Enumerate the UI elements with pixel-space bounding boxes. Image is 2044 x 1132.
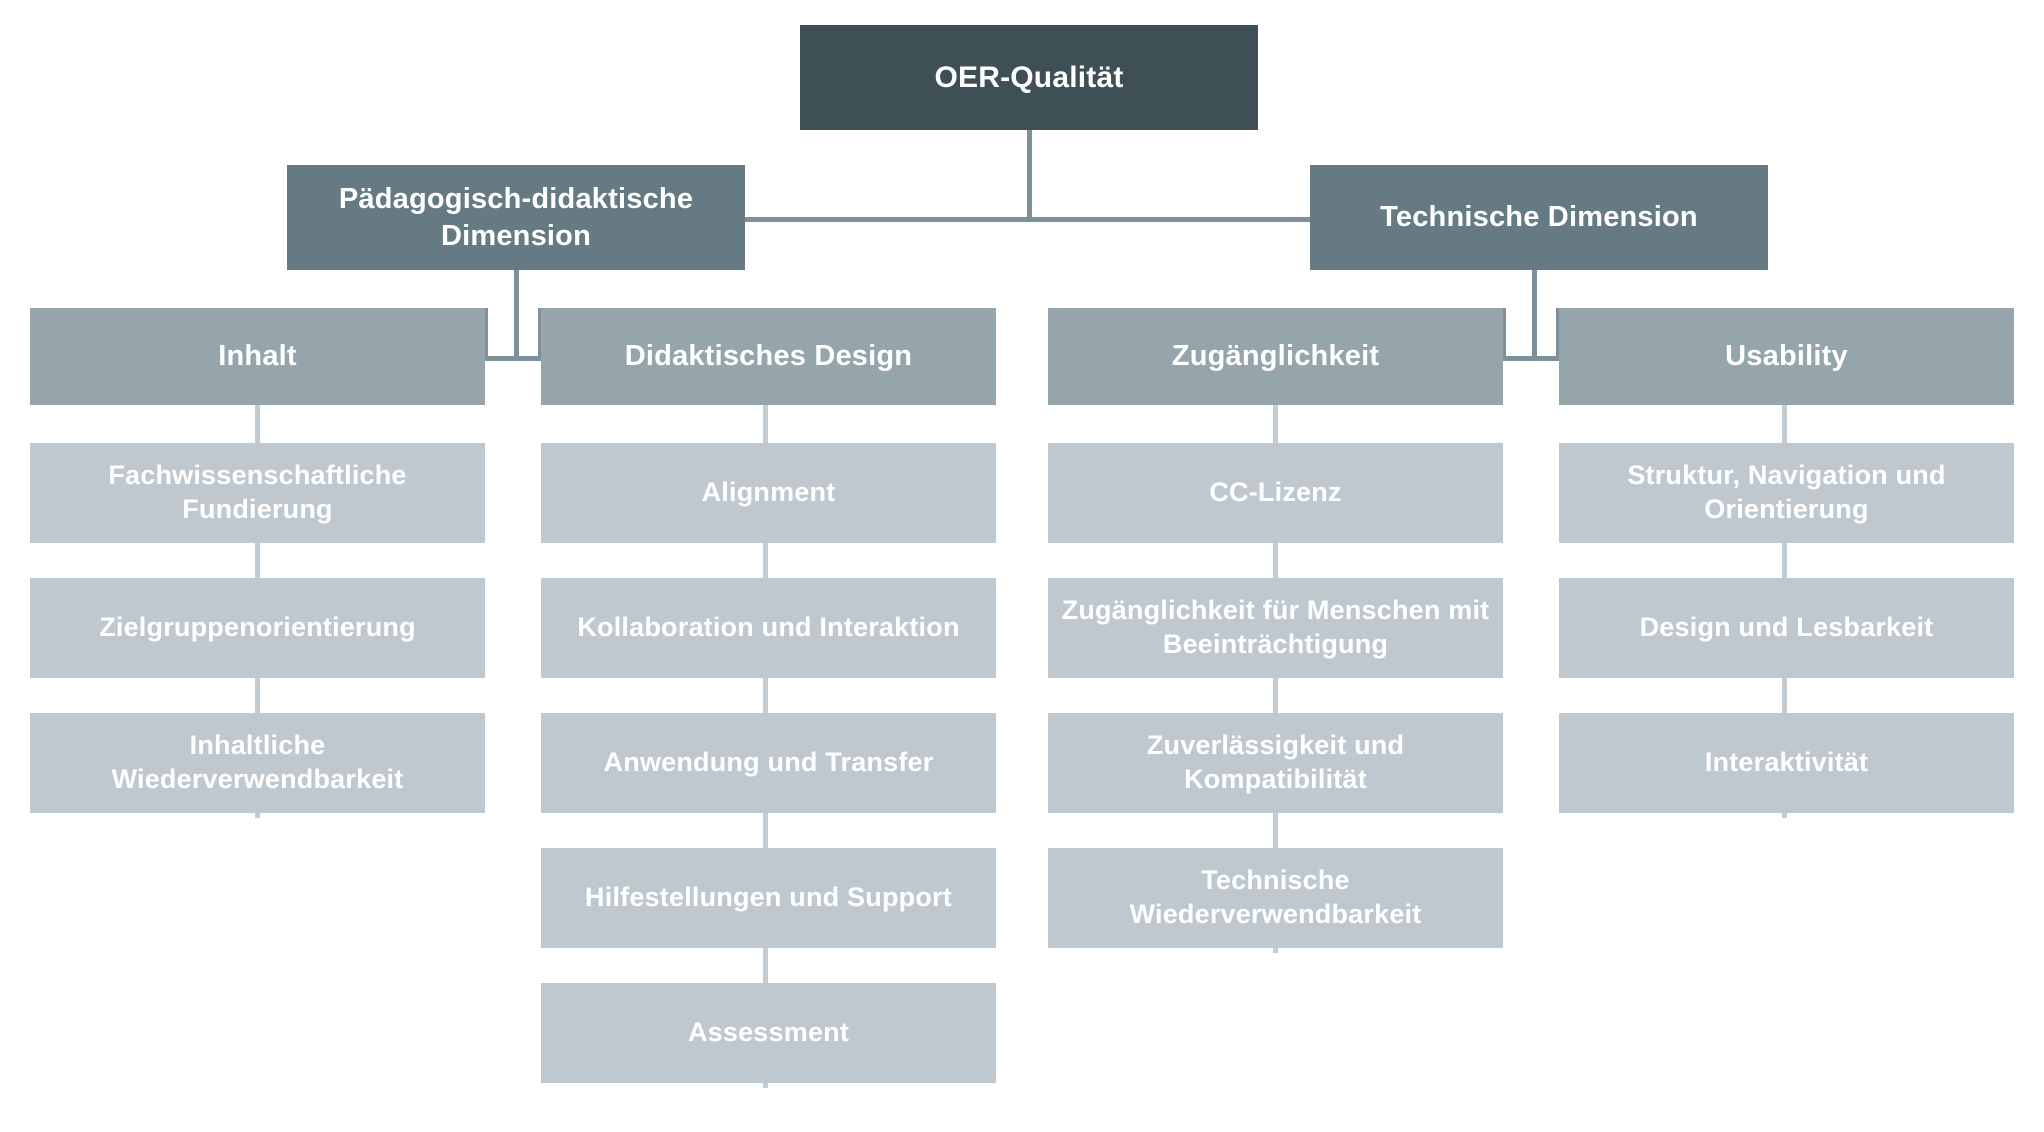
- node-criterion-alignment[interactable]: Alignment: [541, 443, 996, 543]
- connector-cat-usability-riser: [1556, 308, 1561, 361]
- node-criterion-technische-wiederverwendbarkeit[interactable]: Technische Wiederverwendbarkeit: [1048, 848, 1503, 948]
- connector-dim-right-stem: [1532, 270, 1537, 361]
- node-criterion-inhaltliche-wiederverwendbarkeit[interactable]: Inhaltliche Wiederverwendbarkeit: [30, 713, 485, 813]
- node-criterion-struktur-navigation-orientierung[interactable]: Struktur, Navigation und Orientierung: [1559, 443, 2014, 543]
- node-criterion-zielgruppenorientierung[interactable]: Zielgruppenorientierung: [30, 578, 485, 678]
- connector-cat-inhalt-riser: [483, 308, 488, 361]
- node-root-oer-qualitaet[interactable]: OER-Qualität: [800, 25, 1258, 130]
- node-category-zugaenglichkeit[interactable]: Zugänglichkeit: [1048, 308, 1503, 405]
- connector-cat-right-bridge: [1503, 356, 1559, 361]
- node-dimension-technisch[interactable]: Technische Dimension: [1310, 165, 1768, 270]
- node-criterion-hilfestellungen-und-support[interactable]: Hilfestellungen und Support: [541, 848, 996, 948]
- node-criterion-zuverlaessigkeit-und-kompatibilitaet[interactable]: Zuverlässigkeit und Kompatibilität: [1048, 713, 1503, 813]
- node-criterion-interaktivitaet[interactable]: Interaktivität: [1559, 713, 2014, 813]
- connector-cat-left-bridge: [485, 356, 541, 361]
- connector-col3-spine: [1273, 405, 1278, 953]
- connector-cat-zugang-riser: [1501, 308, 1506, 361]
- node-dimension-paedagogisch-didaktisch[interactable]: Pädagogisch-didaktische Dimension: [287, 165, 745, 270]
- connector-dim-left-stem: [514, 270, 519, 361]
- node-category-didaktisches-design[interactable]: Didaktisches Design: [541, 308, 996, 405]
- node-criterion-zugaenglichkeit-beeintraechtigung[interactable]: Zugänglichkeit für Menschen mit Beeinträ…: [1048, 578, 1503, 678]
- connector-root-stem: [1027, 130, 1032, 219]
- node-criterion-kollaboration-und-interaktion[interactable]: Kollaboration und Interaktion: [541, 578, 996, 678]
- node-criterion-design-und-lesbarkeit[interactable]: Design und Lesbarkeit: [1559, 578, 2014, 678]
- connector-cat-didaktik-riser: [538, 308, 543, 361]
- node-category-usability[interactable]: Usability: [1559, 308, 2014, 405]
- node-criterion-anwendung-und-transfer[interactable]: Anwendung und Transfer: [541, 713, 996, 813]
- connector-root-bar: [514, 217, 1541, 222]
- node-criterion-fachwissenschaftliche-fundierung[interactable]: Fachwissenschaftliche Fundierung: [30, 443, 485, 543]
- node-category-inhalt[interactable]: Inhalt: [30, 308, 485, 405]
- node-criterion-cc-lizenz[interactable]: CC-Lizenz: [1048, 443, 1503, 543]
- node-criterion-assessment[interactable]: Assessment: [541, 983, 996, 1083]
